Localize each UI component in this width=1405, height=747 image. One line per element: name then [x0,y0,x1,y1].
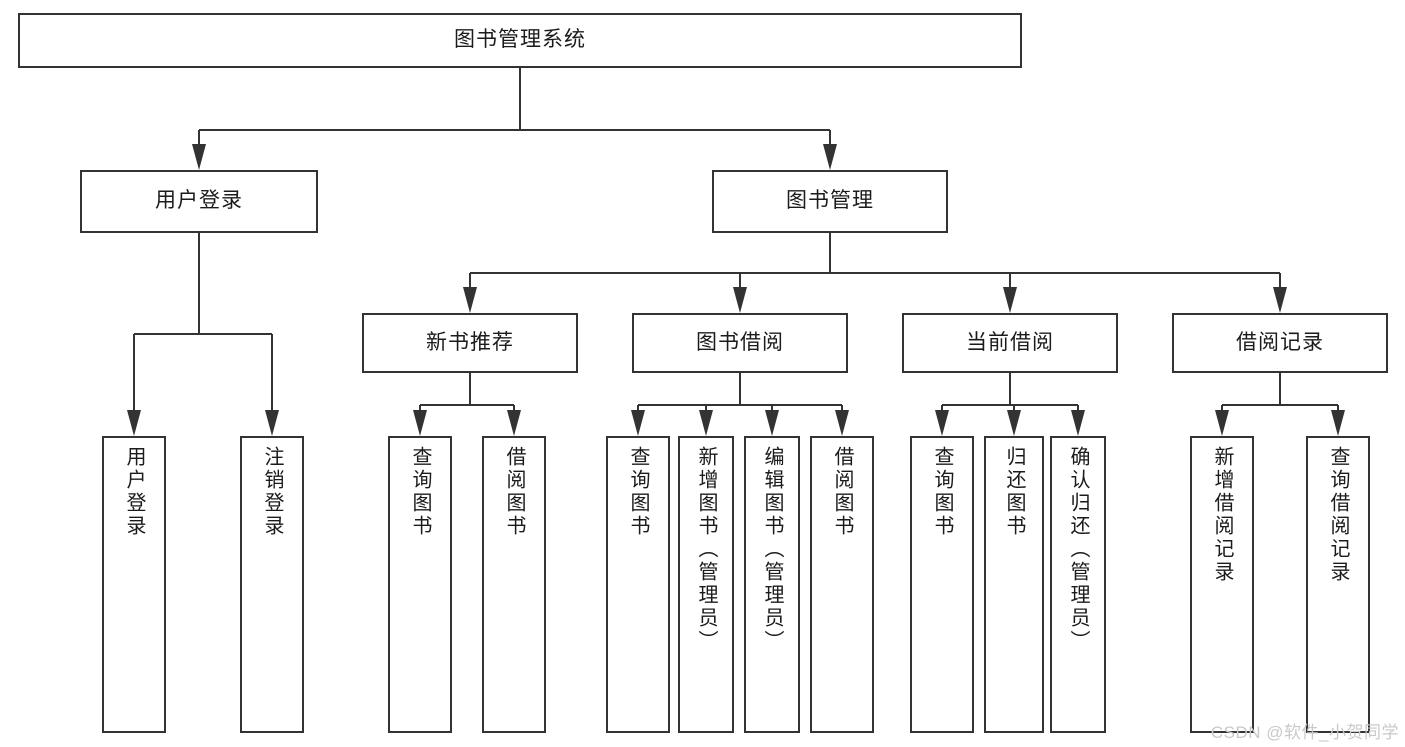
node-label: 新增借阅记录 [1211,446,1233,584]
node-label: 注销登录 [261,446,283,538]
arrowhead-icon [823,144,837,170]
node-root[interactable]: 图书管理系统 [18,13,1022,68]
arrowhead-icon [1215,410,1229,436]
node-l-logout[interactable]: 注销登录 [240,436,304,733]
arrowhead-icon [1331,410,1345,436]
node-label: 新增图书（管理员） [695,446,717,653]
node-label: 图书管理 [786,189,874,213]
arrowhead-icon [699,410,713,436]
node-current[interactable]: 当前借阅 [902,313,1118,373]
node-label: 借阅图书 [831,446,853,538]
arrowhead-icon [935,410,949,436]
node-l-rec-add[interactable]: 新增借阅记录 [1190,436,1254,733]
node-label: 当前借阅 [966,330,1054,354]
arrowhead-icon [835,410,849,436]
arrowhead-icon [265,410,279,436]
node-l-cb-query[interactable]: 查询图书 [910,436,974,733]
arrowhead-icon [1071,410,1085,436]
node-bookmgmt[interactable]: 图书管理 [712,170,948,233]
node-label: 归还图书 [1003,446,1025,538]
node-l-cb-return[interactable]: 归还图书 [984,436,1044,733]
arrowhead-icon [1007,410,1021,436]
node-label: 图书借阅 [696,330,784,354]
node-label: 编辑图书（管理员） [761,446,783,653]
node-label: 查询图书 [931,446,953,538]
arrowhead-icon [733,287,747,313]
arrowhead-icon [507,410,521,436]
node-label: 用户登录 [123,446,145,538]
node-label: 借阅记录 [1236,330,1324,354]
arrowhead-icon [1273,287,1287,313]
node-l-rec-query[interactable]: 查询借阅记录 [1306,436,1370,733]
node-l-bb-lend[interactable]: 借阅图书 [810,436,874,733]
arrowhead-icon [463,287,477,313]
node-label: 查询借阅记录 [1327,446,1349,584]
node-label: 图书管理系统 [454,28,586,52]
arrowhead-icon [127,410,141,436]
node-l-bb-add[interactable]: 新增图书（管理员） [678,436,734,733]
node-l-cb-confirm[interactable]: 确认归还（管理员） [1050,436,1106,733]
node-l-bb-query[interactable]: 查询图书 [606,436,670,733]
node-l-nb-borrow[interactable]: 借阅图书 [482,436,546,733]
node-l-bb-edit[interactable]: 编辑图书（管理员） [744,436,800,733]
node-label: 用户登录 [155,189,243,213]
node-records[interactable]: 借阅记录 [1172,313,1388,373]
node-borrow[interactable]: 图书借阅 [632,313,848,373]
node-label: 借阅图书 [503,446,525,538]
node-label: 查询图书 [627,446,649,538]
arrowhead-icon [413,410,427,436]
arrowhead-icon [1003,287,1017,313]
node-l-login[interactable]: 用户登录 [102,436,166,733]
node-label: 确认归还（管理员） [1067,446,1089,653]
node-l-nb-query[interactable]: 查询图书 [388,436,452,733]
node-login[interactable]: 用户登录 [80,170,318,233]
arrowhead-icon [192,144,206,170]
node-newbooks[interactable]: 新书推荐 [362,313,578,373]
node-label: 查询图书 [409,446,431,538]
arrowhead-icon [765,410,779,436]
arrowhead-icon [631,410,645,436]
node-label: 新书推荐 [426,330,514,354]
